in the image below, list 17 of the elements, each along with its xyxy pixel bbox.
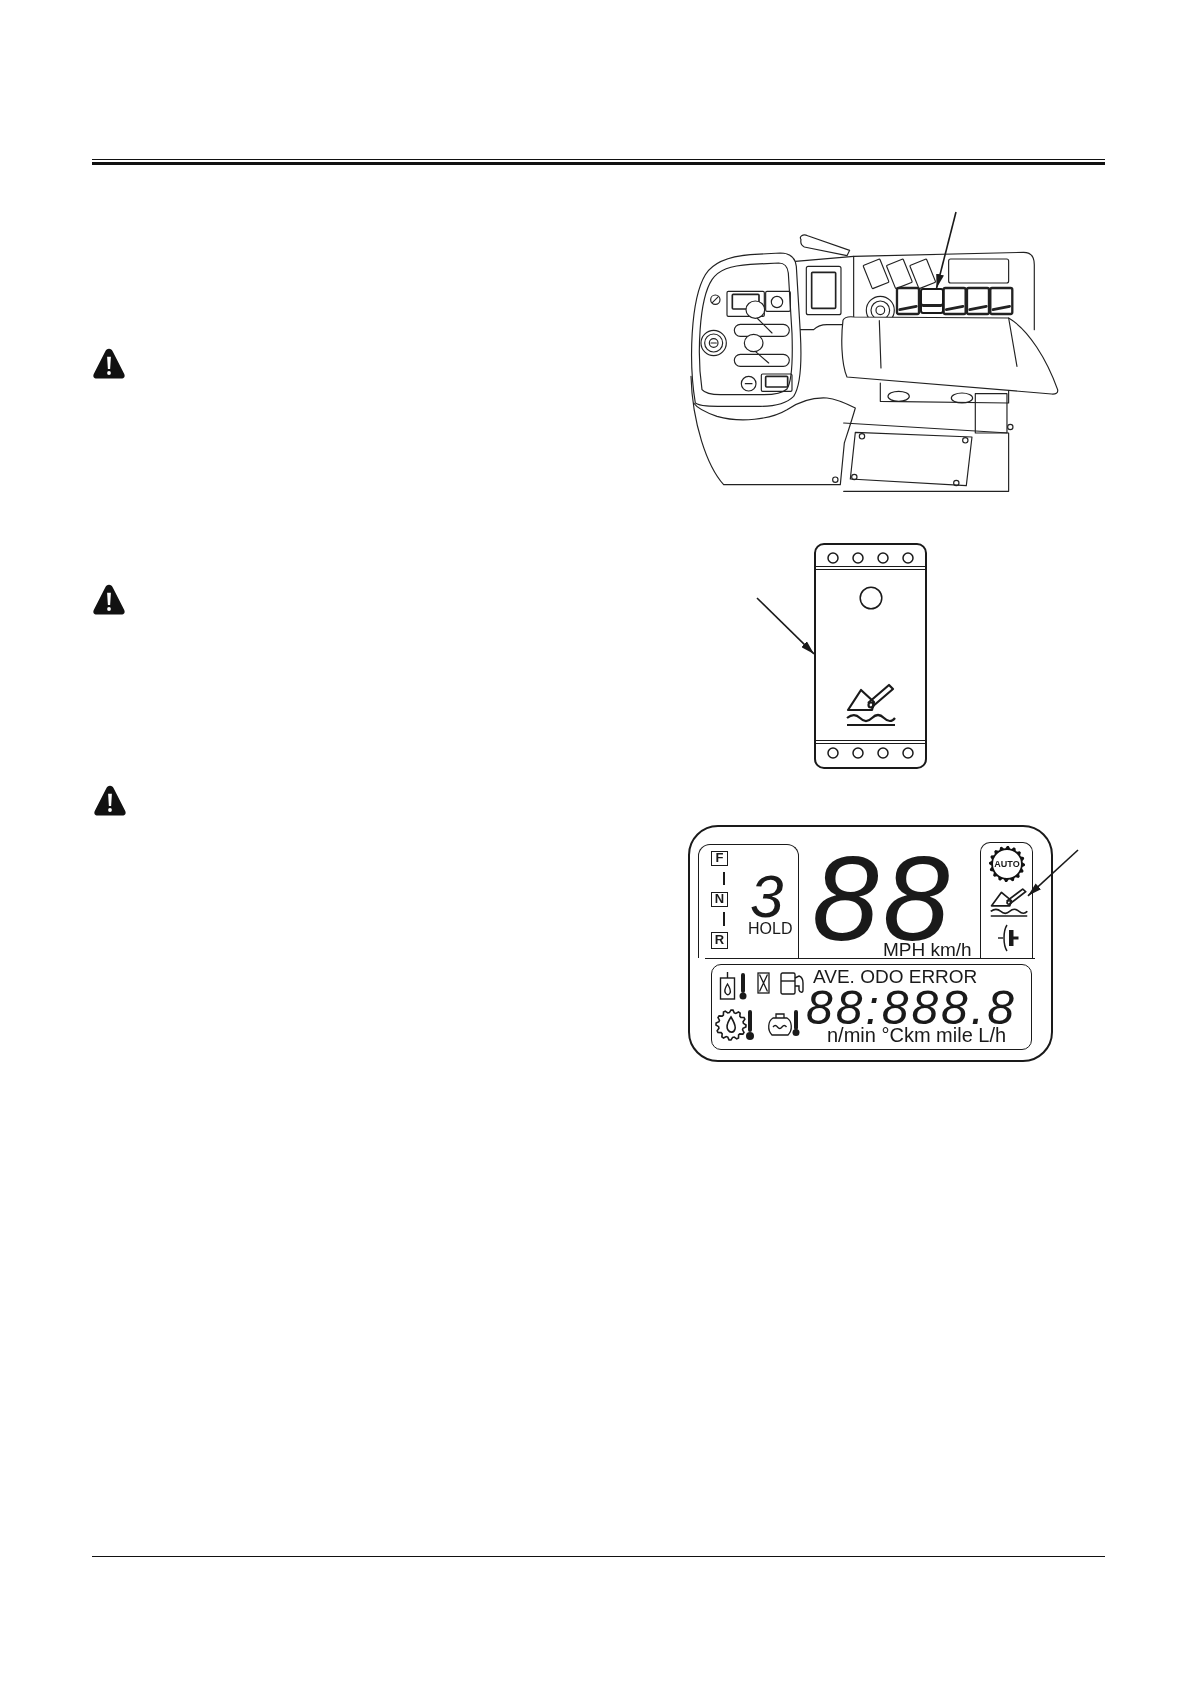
hold-text: HOLD (748, 923, 793, 935)
rocker-switch (920, 288, 944, 314)
switch-panel (814, 543, 927, 769)
speed-unit-text: MPH km/h (883, 943, 972, 957)
mode-text: AVE. ODO ERROR (813, 970, 978, 984)
gear-number: 3 (750, 875, 784, 919)
leader-arrow (756, 597, 815, 655)
odometer-readout: 88:888.8 (806, 990, 1018, 1026)
leader-arrow (935, 211, 957, 289)
leader-arrow (1027, 849, 1079, 897)
direction-indicator: N (711, 892, 728, 907)
unit-text: n/min °Ckm mile L/h (827, 1026, 1007, 1045)
direction-indicator: R (711, 932, 728, 949)
auto-text: AUTO (994, 859, 1020, 869)
speed-readout: 88 (812, 855, 954, 943)
bucket-icon (990, 887, 1028, 918)
direction-indicator: F (711, 851, 728, 866)
